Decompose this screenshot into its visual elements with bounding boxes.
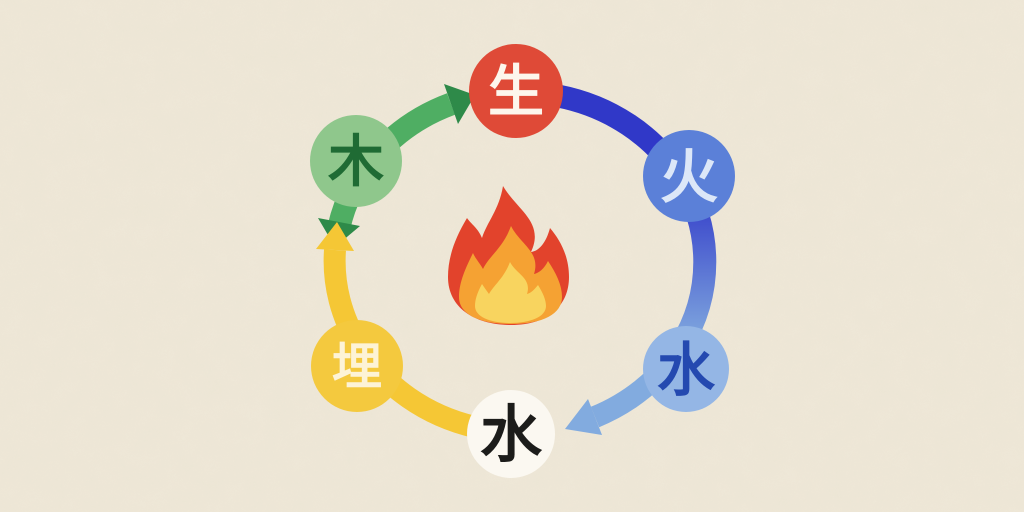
node-sheng-char: 生 — [488, 59, 544, 125]
lightblue-arrow-icon — [565, 399, 602, 435]
node-sheng: 生 — [469, 44, 563, 138]
flame-icon — [448, 186, 569, 325]
node-shui-blue: 水 — [643, 326, 729, 412]
node-huo-char: 火 — [660, 143, 718, 211]
node-huo: 火 — [643, 130, 735, 222]
yellow-up-arrow-icon — [316, 222, 354, 251]
node-mai: 埋 — [311, 320, 403, 412]
node-shui-blue-char: 水 — [657, 336, 716, 404]
green-arrow-icon — [444, 84, 475, 124]
node-mai-circle — [311, 320, 403, 412]
flame-inner — [475, 262, 546, 323]
node-shui-white: 水 — [467, 390, 555, 478]
node-shui-white-char: 水 — [480, 398, 543, 471]
node-sheng-circle — [469, 44, 563, 138]
node-shui-blue-circle — [643, 326, 729, 412]
node-mu-char: 木 — [328, 129, 384, 195]
node-shui-white-circle — [467, 390, 555, 478]
node-mai-char: 埋 — [332, 337, 382, 396]
node-mu: 木 — [310, 115, 402, 207]
node-mu-circle — [310, 115, 402, 207]
node-huo-circle — [643, 130, 735, 222]
